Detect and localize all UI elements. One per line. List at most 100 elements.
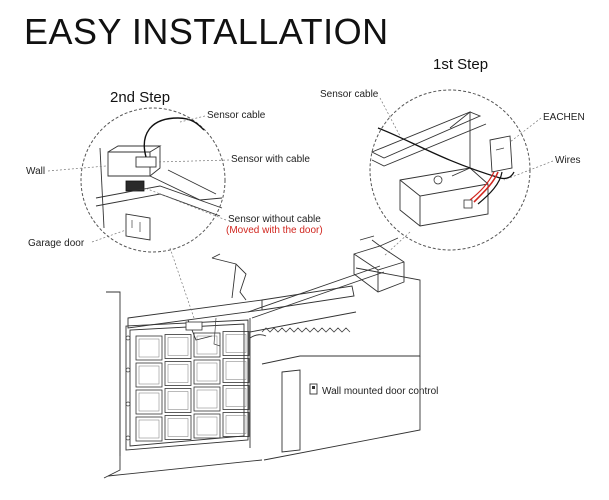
- torsion-spring: [261, 327, 351, 333]
- wire-red-2: [469, 171, 495, 201]
- sensor-with-cable-shape: [135, 156, 157, 168]
- label-moved-with-door: (Moved with the door): [226, 225, 323, 236]
- label-sensor-without-cable: Sensor without cable: [228, 214, 321, 225]
- leader-step1-to-motor: [383, 231, 411, 257]
- back-wall-outline: [261, 267, 421, 365]
- wall-control-button: [312, 386, 315, 389]
- sensor-cable-line-step1: [377, 127, 515, 180]
- header-beam-side: [261, 285, 355, 311]
- door-panel-inset: [138, 392, 160, 412]
- eachen-device: [489, 135, 513, 173]
- motor-hanger: [371, 237, 399, 247]
- door-rail-a: [95, 185, 223, 209]
- wall-block-top: [107, 145, 162, 153]
- sensor-cable-line-step2: [143, 117, 205, 158]
- horizontal-track: [249, 311, 357, 333]
- door-panel: [193, 413, 221, 439]
- page-title: EASY INSTALLATION: [24, 11, 389, 52]
- label-sensor-with-cable: Sensor with cable: [231, 154, 310, 165]
- rail-bracket: [449, 111, 471, 177]
- leader-sensor-with-cable: [156, 159, 230, 163]
- door-panel: [164, 334, 192, 359]
- door-panel: [135, 416, 163, 442]
- roller-wheel-1: [125, 435, 131, 441]
- door-panel-inset: [225, 361, 247, 380]
- door-panel: [135, 362, 163, 388]
- roller-wheel-4: [125, 335, 131, 341]
- step2-heading: 2nd Step: [110, 89, 170, 106]
- opener-rail-main: [247, 265, 381, 313]
- door-panel-inset: [196, 389, 218, 409]
- door-panel: [164, 415, 192, 440]
- door-panel-inset: [225, 415, 247, 434]
- door-rail-b: [95, 193, 221, 217]
- step2-detail: [80, 107, 226, 253]
- wire-black: [477, 171, 503, 205]
- leader-garage-door: [91, 229, 127, 243]
- ceiling-bracket: [211, 257, 247, 301]
- label-wires: Wires: [555, 155, 581, 166]
- step1-detail-circle: [369, 89, 531, 251]
- door-panel-bolts: [131, 220, 141, 232]
- opener-head: [399, 167, 489, 227]
- step1-detail: [369, 89, 531, 251]
- door-panel: [135, 335, 163, 361]
- door-panel-edge: [125, 213, 151, 241]
- leader-sensor-cable-step1: [379, 97, 401, 137]
- step1-heading: 1st Step: [433, 56, 488, 73]
- label-wall-control: Wall mounted door control: [322, 386, 438, 397]
- door-tracks: [119, 318, 251, 456]
- door-panel-inset: [225, 334, 247, 353]
- door-panel-inset: [196, 362, 218, 382]
- label-garage-door: Garage door: [28, 238, 85, 249]
- motor-hanger-2: [359, 235, 375, 241]
- leader-wall: [47, 165, 107, 172]
- opener-rail-lower: [371, 123, 487, 167]
- leader-step2-to-door: [169, 247, 195, 319]
- opener-head-edge-2: [399, 179, 421, 197]
- garage-scene: [103, 235, 421, 479]
- bracket-arm-2: [167, 169, 217, 195]
- floor-front-edge: [107, 459, 263, 477]
- floor-right-edge: [263, 356, 421, 461]
- door-panel: [193, 386, 221, 412]
- door-panel-inset: [138, 419, 160, 439]
- roller-wheel-3: [125, 367, 131, 373]
- garage-door-frame: [125, 319, 249, 451]
- roller-wheel-2: [125, 401, 131, 407]
- side-door: [281, 369, 301, 453]
- wall-block-side: [149, 146, 161, 177]
- door-panel-inset: [196, 416, 218, 436]
- door-arm-bracket: [185, 321, 203, 331]
- garage-door-inner: [129, 323, 245, 447]
- ceiling-bracket-top: [211, 253, 221, 259]
- door-panel-inset: [167, 337, 189, 356]
- door-panel: [193, 359, 221, 385]
- door-panel: [222, 331, 250, 356]
- wall-edge: [99, 147, 105, 229]
- track-curve: [249, 334, 267, 339]
- wire-red: [473, 171, 499, 203]
- door-panel-inset: [138, 338, 160, 358]
- opener-rail: [370, 111, 482, 159]
- door-panel-inset: [167, 418, 189, 437]
- gear-hub: [433, 175, 443, 185]
- leader-sensor-without-cable: [144, 187, 227, 221]
- garage-door-panels: [135, 331, 250, 442]
- label-sensor-cable-step2: Sensor cable: [207, 110, 266, 121]
- label-sensor-cable-step1: Sensor cable: [320, 89, 379, 100]
- terminal-block: [463, 199, 473, 209]
- door-panel: [222, 412, 250, 437]
- door-panel-inset: [138, 365, 160, 385]
- door-panel-inset: [167, 391, 189, 410]
- step2-detail-circle: [80, 107, 226, 253]
- label-wall: Wall: [26, 166, 45, 177]
- motor-unit-edges: [353, 253, 405, 292]
- door-panel: [222, 358, 250, 383]
- control-cable: [213, 317, 221, 347]
- leader-sensor-cable-step2: [179, 115, 206, 123]
- leader-wires: [503, 160, 554, 181]
- door-panel-inset: [225, 388, 247, 407]
- opener-rail-main-2: [251, 271, 385, 319]
